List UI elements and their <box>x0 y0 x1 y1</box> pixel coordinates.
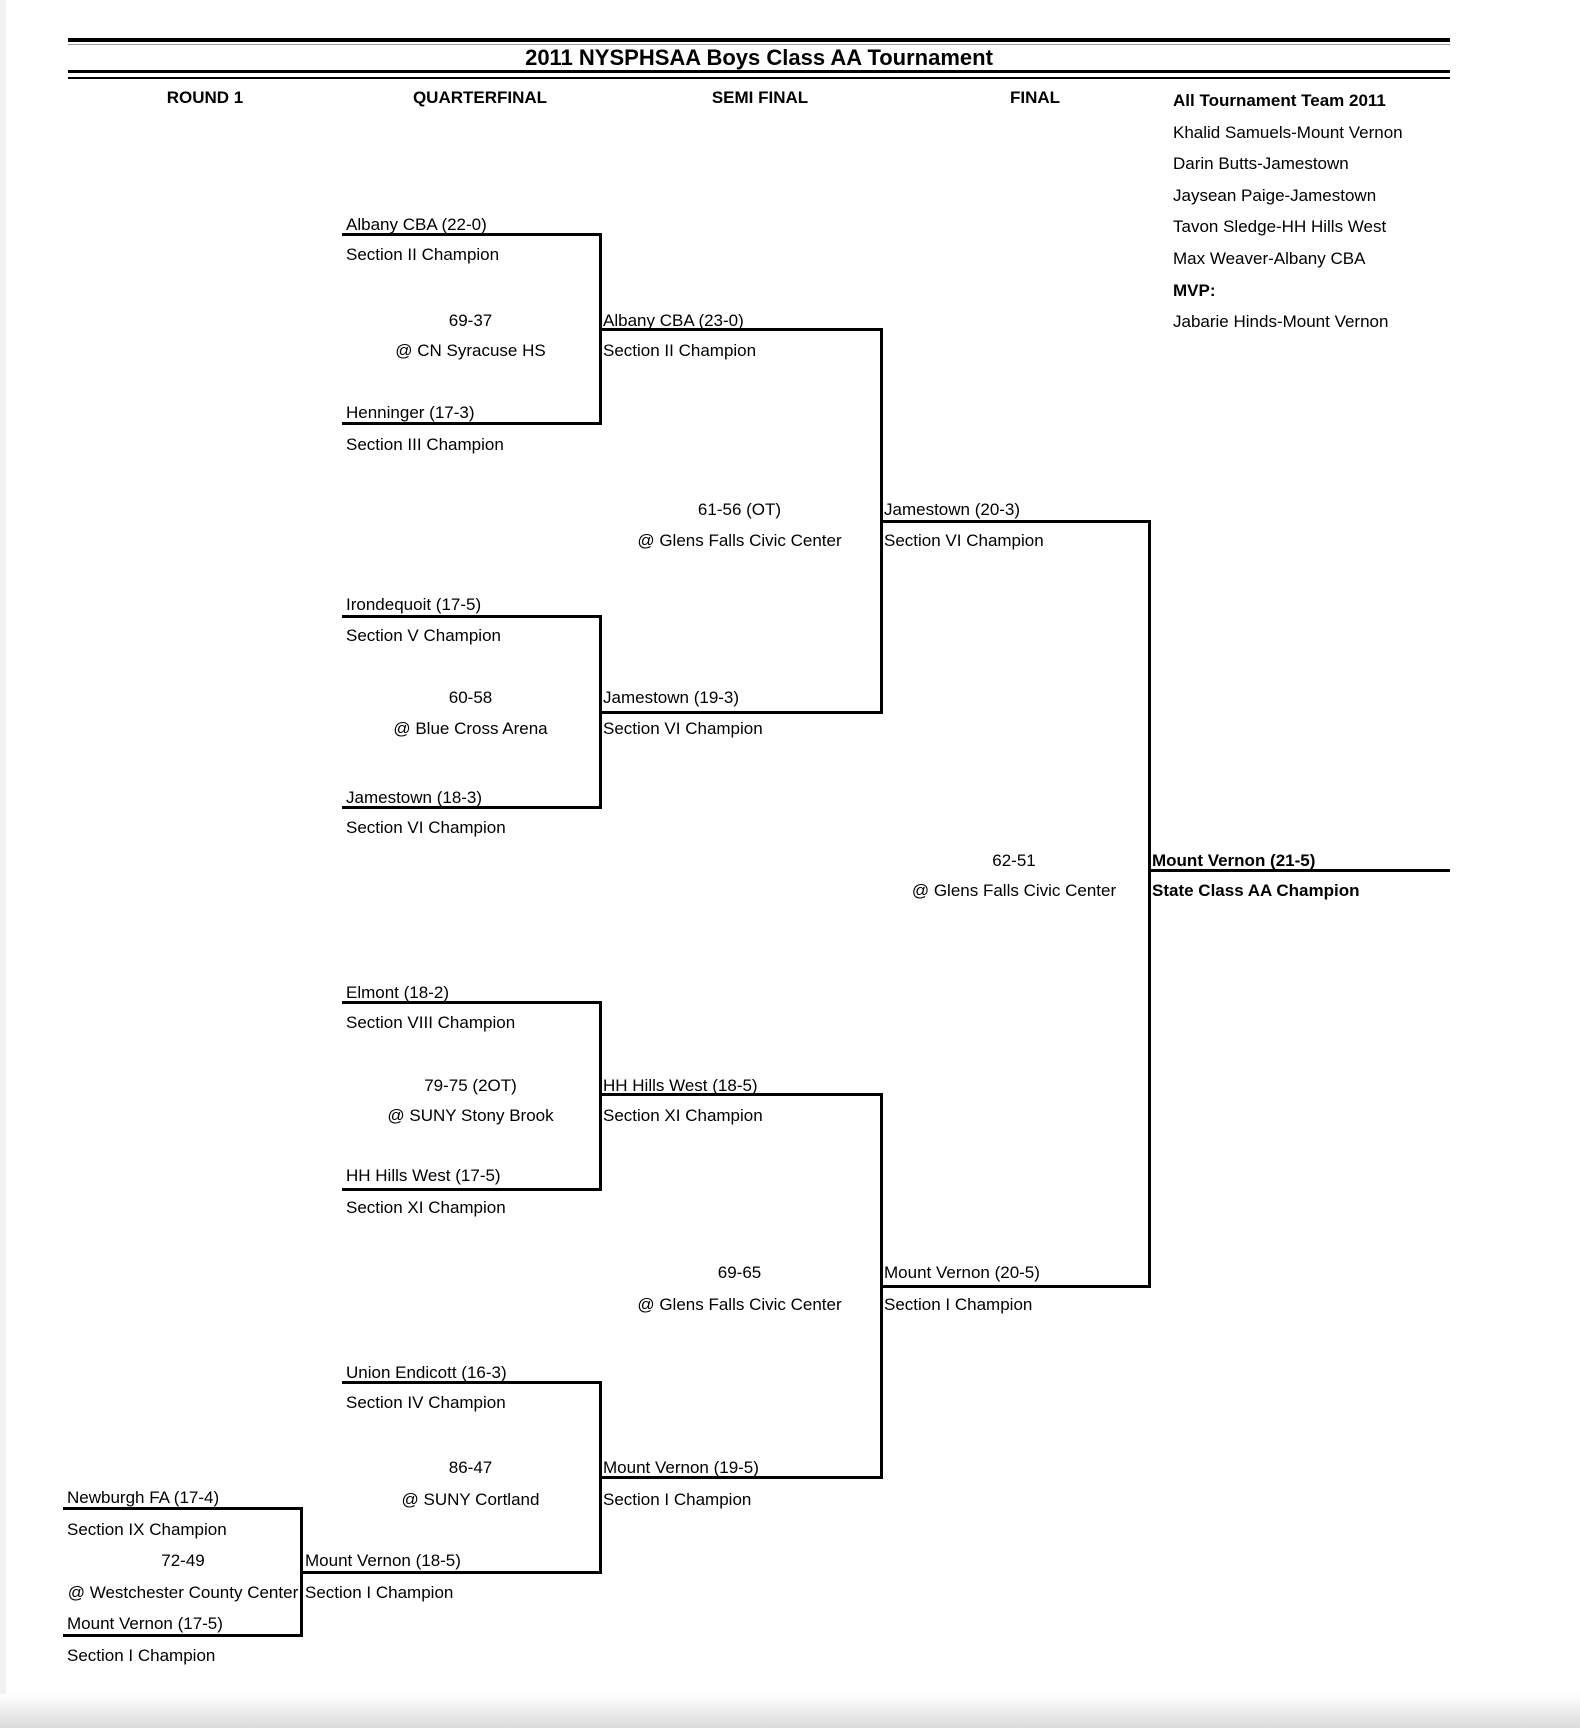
final-bottom-section: Section I Champion <box>884 1295 1033 1314</box>
r1m1-top-team: Newburgh FA (17-4) <box>67 1488 220 1507</box>
mvp-player: Jabarie Hinds-Mount Vernon <box>1173 312 1389 332</box>
qf4-bottom-team: Mount Vernon (18-5) <box>305 1551 461 1570</box>
qf3-top-section: Section VIII Champion <box>346 1013 516 1032</box>
all-tournament-player: Khalid Samuels-Mount Vernon <box>1173 122 1403 142</box>
bracket-line <box>342 806 602 809</box>
header-rule-mid-2 <box>68 77 1450 79</box>
bracket-line <box>342 422 602 425</box>
sf1-top-section: Section II Champion <box>603 341 757 360</box>
bracket-line <box>63 1507 303 1510</box>
qf2-top-section: Section V Champion <box>346 626 501 645</box>
sf2-venue: @ Glens Falls Civic Center <box>637 1295 842 1314</box>
page-title: 2011 NYSPHSAA Boys Class AA Tournament <box>525 45 993 70</box>
header-rule-top-shadow <box>68 44 1450 45</box>
sf1-score: 61-56 (OT) <box>697 500 782 519</box>
bracket-line <box>1148 869 1450 872</box>
champion-team: Mount Vernon (21-5) <box>1152 851 1316 870</box>
sf2-top-section: Section XI Champion <box>603 1106 763 1125</box>
r1m1-score: 72-49 <box>161 1551 205 1570</box>
sf2-top-team: HH Hills West (18-5) <box>603 1076 758 1095</box>
bracket-line <box>342 615 602 618</box>
bracket-line <box>599 1001 602 1191</box>
bracket-line <box>342 1381 602 1384</box>
bracket-line <box>63 1634 303 1637</box>
bracket-line <box>300 1507 303 1637</box>
column-header-final: FINAL <box>1009 88 1061 107</box>
mvp-label: MVP: <box>1173 280 1216 300</box>
final-bottom-team: Mount Vernon (20-5) <box>884 1263 1040 1282</box>
bracket-line <box>300 1571 602 1574</box>
qf2-bottom-section: Section VI Champion <box>346 818 506 837</box>
r1m1-bottom-team: Mount Vernon (17-5) <box>67 1614 223 1633</box>
sf2-bottom-section: Section I Champion <box>603 1490 752 1509</box>
sf1-top-team: Albany CBA (23-0) <box>603 311 744 330</box>
qf1-top-section: Section II Champion <box>346 245 500 264</box>
all-tournament-player: Tavon Sledge-HH Hills West <box>1173 217 1387 237</box>
qf1-top-team: Albany CBA (22-0) <box>346 215 487 234</box>
all-tournament-team-list: All Tournament Team 2011 Khalid Samuels-… <box>1173 85 1403 338</box>
all-tournament-player: Jaysean Paige-Jamestown <box>1173 185 1377 205</box>
sf1-venue: @ Glens Falls Civic Center <box>637 531 842 550</box>
qf4-top-section: Section IV Champion <box>346 1393 506 1412</box>
bracket-line <box>599 1476 883 1479</box>
r1m1-bottom-section: Section I Champion <box>67 1646 216 1665</box>
column-header-round1: ROUND 1 <box>166 88 244 107</box>
page-bottom-edge <box>0 1694 1580 1728</box>
qf4-top-team: Union Endicott (16-3) <box>346 1363 507 1382</box>
bracket-line <box>599 711 883 714</box>
champion-title: State Class AA Champion <box>1152 881 1360 900</box>
bracket-line <box>342 1001 602 1004</box>
header-rule-top <box>68 38 1450 42</box>
qf1-bottom-section: Section III Champion <box>346 435 504 454</box>
all-tournament-player: Darin Butts-Jamestown <box>1173 154 1349 174</box>
sf1-bottom-team: Jamestown (19-3) <box>603 688 740 707</box>
bracket-line <box>342 1188 602 1191</box>
qf1-bottom-team: Henninger (17-3) <box>346 403 475 422</box>
sf2-score: 69-65 <box>717 1263 762 1282</box>
qf2-bottom-team: Jamestown (18-3) <box>346 788 483 807</box>
qf2-score: 60-58 <box>448 688 493 707</box>
qf2-top-team: Irondequoit (17-5) <box>346 595 482 614</box>
qf1-score: 69-37 <box>448 311 493 330</box>
final-top-team: Jamestown (20-3) <box>884 500 1021 519</box>
sf2-bottom-team: Mount Vernon (19-5) <box>603 1458 759 1477</box>
sf1-bottom-section: Section VI Champion <box>603 719 763 738</box>
final-venue: @ Glens Falls Civic Center <box>911 881 1117 900</box>
r1m1-top-section: Section IX Champion <box>67 1520 227 1539</box>
qf2-venue: @ Blue Cross Arena <box>393 719 548 738</box>
qf3-venue: @ SUNY Stony Brook <box>387 1106 554 1125</box>
qf3-bottom-section: Section XI Champion <box>346 1198 506 1217</box>
column-header-semifinal: SEMI FINAL <box>711 88 809 107</box>
bracket-line <box>342 233 602 236</box>
header-rule-mid-1 <box>68 70 1450 73</box>
bracket-line <box>599 328 883 331</box>
qf1-venue: @ CN Syracuse HS <box>395 341 546 360</box>
bracket-line <box>1148 520 1151 1288</box>
qf3-bottom-team: HH Hills West (17-5) <box>346 1166 501 1185</box>
all-tournament-heading: All Tournament Team 2011 <box>1173 91 1386 110</box>
bracket-line <box>599 1093 883 1096</box>
column-header-quarterfinal: QUARTERFINAL <box>412 88 548 107</box>
bracket-line <box>880 520 1151 523</box>
qf3-top-team: Elmont (18-2) <box>346 983 449 1002</box>
qf4-bottom-section: Section I Champion <box>305 1583 454 1602</box>
r1m1-venue: @ Westchester County Center <box>67 1583 299 1602</box>
all-tournament-player: Max Weaver-Albany CBA <box>1173 248 1366 268</box>
qf3-score: 79-75 (2OT) <box>424 1076 517 1095</box>
final-score: 62-51 <box>992 851 1036 870</box>
final-top-section: Section VI Champion <box>884 531 1044 550</box>
bracket-line <box>880 1285 1151 1288</box>
page-left-edge <box>0 0 6 1728</box>
qf4-score: 86-47 <box>448 1458 493 1477</box>
qf4-venue: @ SUNY Cortland <box>401 1490 540 1509</box>
